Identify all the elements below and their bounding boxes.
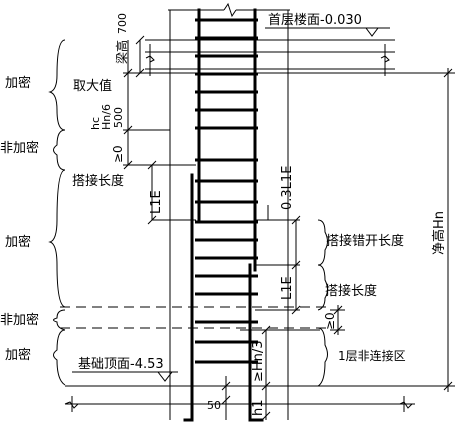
l03-label: 0.3L1E [280, 166, 295, 210]
zone-dense-bottom-label: 加密 [5, 347, 31, 363]
net-height-label: 净高Hn [431, 211, 447, 255]
lap-stagger-label: 搭接错开长度 [326, 233, 404, 249]
zone-non-dense-bottom-label: 非加密 [0, 312, 39, 328]
left-zone-brackets [48, 39, 66, 386]
zone-dense-top-label: 加密 [5, 75, 31, 91]
stirrups [195, 18, 258, 364]
lap-length-upper-label: 搭接长度 [72, 173, 124, 189]
l1e-lower-label: L1E [280, 276, 295, 300]
gte0-label: ≥0 [111, 145, 125, 163]
net-height-dimension [443, 68, 453, 392]
upper-lap-dimension [147, 160, 196, 225]
zone-boundary-dashes [60, 306, 330, 329]
dim-500-label: 500 [112, 107, 125, 128]
dim-50-label: 50 [207, 399, 221, 412]
beam-dim-label: 700 [116, 13, 129, 34]
first-floor-elevation-label: 首层楼面-0.030 [268, 13, 362, 28]
first-floor-slab [130, 39, 455, 76]
first-floor-nonlap-zone-label: 1层非连接区 [338, 348, 406, 363]
hc-label: hc [89, 117, 102, 130]
foundation-elevation-label: 基础顶面-4.53 [78, 357, 164, 372]
beam-height-label: 梁高 [114, 40, 129, 64]
gte0-right-label: ≥0 [323, 312, 337, 330]
foundation-line [64, 385, 455, 412]
hn6-label: Hn/6 [100, 104, 113, 130]
right-dimension-chain [255, 205, 345, 387]
h1-label: h1 [251, 399, 266, 416]
zone-dense-mid-label: 加密 [5, 234, 31, 250]
lap-length-lower-label: 搭接长度 [325, 283, 377, 299]
zone-non-dense-top-label: 非加密 [0, 140, 39, 156]
elevation-markers [72, 27, 390, 382]
bottom-dimension-chain [221, 325, 320, 421]
column-outline [168, 2, 290, 420]
hn3-label: ≥Hn/3 [251, 340, 266, 382]
left-dimension-chain [123, 35, 170, 170]
l1e-upper-label: L1E [149, 190, 164, 214]
take-max-label: 取大值 [73, 78, 112, 94]
